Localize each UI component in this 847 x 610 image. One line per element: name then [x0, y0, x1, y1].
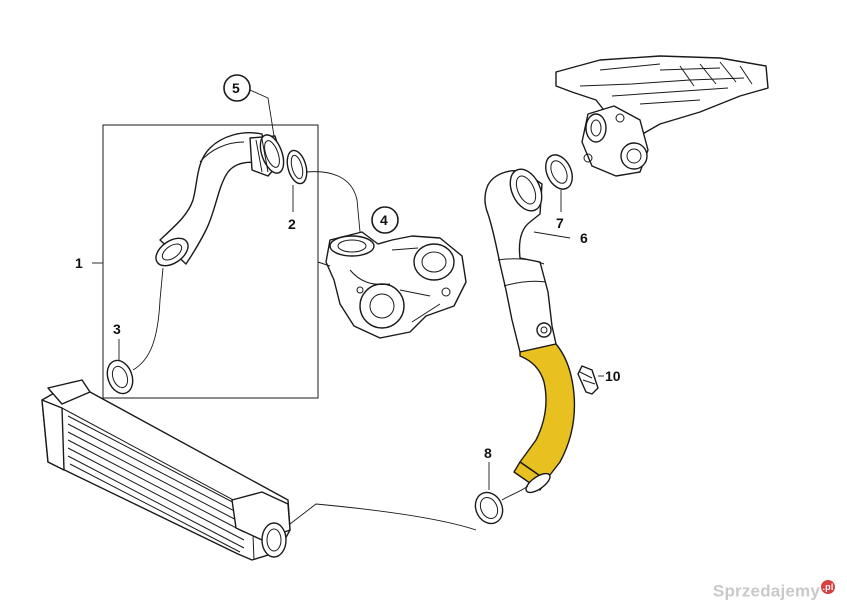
- seal-ring-2: [286, 149, 308, 185]
- dash-line-2-4: [305, 171, 361, 233]
- coupling-5: [249, 134, 285, 177]
- callout-3: 3: [113, 321, 121, 337]
- callout-circle-4: [371, 206, 399, 234]
- callout-4: 4: [380, 212, 388, 228]
- watermark-text: Sprzedajemy: [712, 582, 820, 601]
- callout-5: 5: [232, 80, 240, 96]
- dash-line-8: [501, 485, 529, 501]
- leader-5: [249, 89, 275, 137]
- dash-line-3: [132, 267, 164, 371]
- callout-8: 8: [484, 445, 492, 461]
- callout-2: 2: [288, 216, 296, 232]
- turbocharger-4: [317, 231, 467, 339]
- highlighted-pipe-section: [519, 343, 576, 481]
- charge-pipe-lower-6: [484, 168, 557, 353]
- callout-6: 6: [580, 230, 588, 246]
- watermark-suffix: .pl: [821, 580, 835, 595]
- charge-pipe-upper: [155, 132, 269, 267]
- seal-ring-8: [474, 491, 504, 525]
- callout-1: 1: [75, 255, 83, 271]
- seal-ring-7: [545, 154, 573, 190]
- callout-circle-5: [223, 74, 251, 102]
- intercooler: [41, 379, 291, 561]
- leader-6: [533, 231, 571, 239]
- seal-ring-3: [106, 359, 134, 395]
- callout-7: 7: [556, 215, 564, 231]
- watermark: Sprzedajemy.pl: [713, 580, 835, 602]
- pipe-end-clamp: [525, 472, 551, 494]
- group-frame: [102, 124, 319, 399]
- engine-intake: [555, 55, 769, 177]
- sensor-10: [577, 365, 599, 395]
- dash-line-intercooler: [289, 503, 477, 531]
- callout-10: 10: [605, 368, 621, 384]
